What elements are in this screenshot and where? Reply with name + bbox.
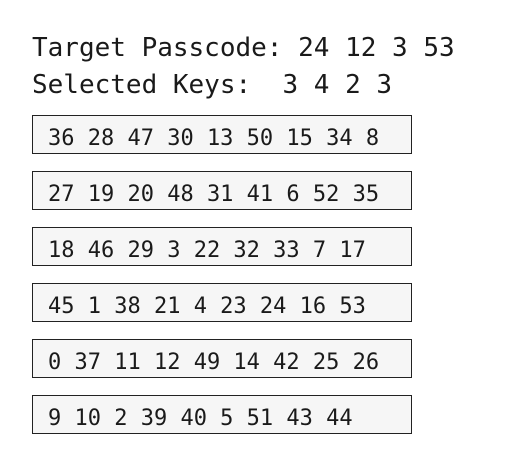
target-passcode-line: Target Passcode: 24 12 3 53: [32, 33, 455, 63]
key-row-3[interactable]: 18 46 29 3 22 32 33 7 17: [32, 227, 412, 266]
key-row-values: 45 1 38 21 4 23 24 16 53: [48, 294, 366, 319]
key-row-4[interactable]: 45 1 38 21 4 23 24 16 53: [32, 283, 412, 322]
key-row-5[interactable]: 0 37 11 12 49 14 42 25 26: [32, 339, 412, 378]
target-passcode-label: Target Passcode:: [32, 33, 283, 63]
key-row-6[interactable]: 9 10 2 39 40 5 51 43 44: [32, 395, 412, 434]
key-row-1[interactable]: 36 28 47 30 13 50 15 34 8: [32, 115, 412, 154]
key-row-values: 0 37 11 12 49 14 42 25 26: [48, 350, 380, 375]
key-row-values: 9 10 2 39 40 5 51 43 44: [48, 406, 353, 431]
selected-keys-line: Selected Keys: 3 4 2 3: [32, 70, 392, 100]
key-row-2[interactable]: 27 19 20 48 31 41 6 52 35: [32, 171, 412, 210]
key-row-values: 18 46 29 3 22 32 33 7 17: [48, 238, 366, 263]
target-passcode-value: 24 12 3 53: [298, 33, 455, 63]
key-row-values: 27 19 20 48 31 41 6 52 35: [48, 182, 380, 207]
selected-keys-value: 3 4 2 3: [282, 70, 393, 100]
key-row-values: 36 28 47 30 13 50 15 34 8: [48, 126, 380, 151]
selected-keys-label: Selected Keys:: [32, 70, 252, 100]
